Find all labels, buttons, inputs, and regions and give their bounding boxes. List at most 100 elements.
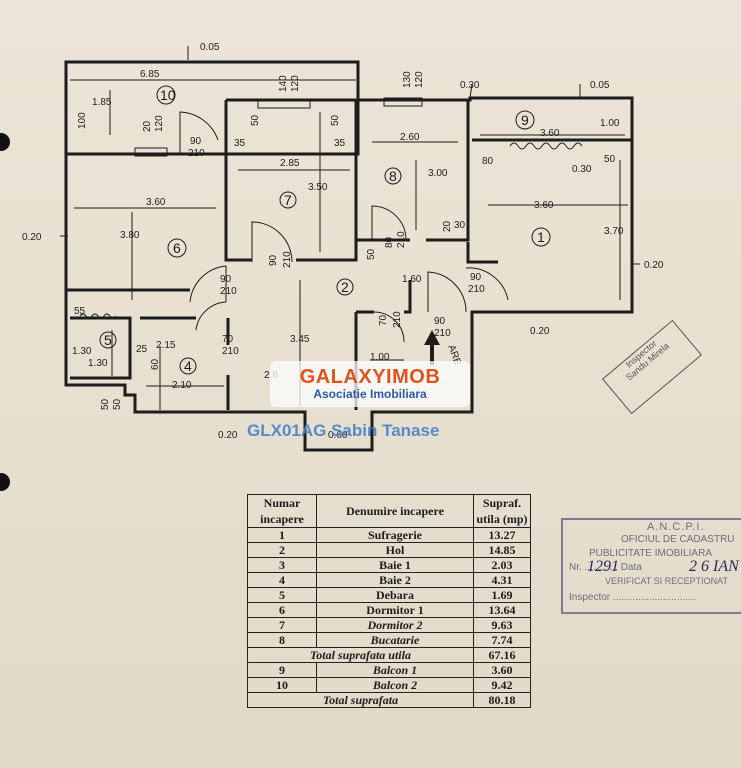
- svg-text:3.70: 3.70: [604, 226, 624, 237]
- svg-text:2.10: 2.10: [172, 380, 192, 391]
- room-1-label: 1: [537, 229, 545, 245]
- watermark-badge: GALAXYIMOB Asociatie Imobiliara: [270, 361, 470, 407]
- svg-text:50: 50: [330, 114, 341, 126]
- punch-hole: [0, 473, 10, 491]
- svg-text:2.85: 2.85: [280, 158, 300, 169]
- svg-text:2.60: 2.60: [400, 132, 420, 143]
- svg-text:90: 90: [434, 316, 446, 327]
- svg-text:0.05: 0.05: [590, 80, 610, 91]
- svg-text:90: 90: [220, 274, 232, 285]
- svg-text:0.30: 0.30: [460, 80, 480, 91]
- svg-text:70: 70: [378, 314, 389, 326]
- dimension-labels: 0.05 6.85 1.85 100 20 120 90 210 140 120…: [22, 42, 664, 441]
- svg-text:1.30: 1.30: [88, 358, 108, 369]
- room-5-label: 5: [104, 332, 112, 348]
- svg-text:210: 210: [222, 346, 239, 357]
- handwritten-number: 1291: [587, 558, 619, 575]
- area-table: Numar incapere Denumire incapere Supraf.…: [247, 494, 531, 708]
- svg-text:55: 55: [74, 306, 86, 317]
- svg-text:50: 50: [604, 154, 616, 165]
- svg-text:1.60: 1.60: [402, 274, 422, 285]
- svg-text:3.00: 3.00: [428, 168, 448, 179]
- svg-text:100: 100: [77, 112, 88, 129]
- svg-text:0.60: 0.60: [328, 430, 348, 441]
- room-7-label: 7: [284, 192, 292, 208]
- room-markers: 10 7 8 9 1 6 2 5 4: [99, 85, 551, 375]
- svg-text:35: 35: [334, 138, 346, 149]
- entrance-arrow-icon: [424, 330, 440, 365]
- svg-text:120: 120: [414, 71, 425, 88]
- svg-text:6.85: 6.85: [140, 69, 160, 80]
- svg-text:50: 50: [112, 398, 123, 410]
- table-header: Numar incapere Denumire incapere Supraf.…: [247, 494, 531, 528]
- svg-text:25: 25: [136, 344, 148, 355]
- svg-text:50: 50: [250, 114, 261, 126]
- ancpi-stamp: A.N.C.P.I. OFICIUL DE CADASTRU PUBLICITA…: [561, 518, 741, 614]
- svg-text:1.00: 1.00: [600, 118, 620, 129]
- watermark-agent: GLX01AG Sabin Tanase: [247, 421, 440, 440]
- svg-text:0.30: 0.30: [572, 164, 592, 175]
- svg-text:3.60: 3.60: [540, 128, 560, 139]
- svg-text:3.60: 3.60: [534, 200, 554, 211]
- svg-text:90: 90: [470, 272, 482, 283]
- svg-text:3.60: 3.60: [146, 197, 166, 208]
- svg-text:60: 60: [150, 358, 161, 370]
- svg-text:210: 210: [282, 251, 293, 268]
- svg-text:1.00: 1.00: [370, 352, 390, 363]
- floor-plan: 10 7 8 9 1 6 2 5 4 0.05 6.85 1.85 100 20…: [22, 42, 664, 452]
- svg-text:3.45: 3.45: [290, 334, 310, 345]
- svg-text:90: 90: [190, 136, 202, 147]
- room-6-label: 6: [173, 240, 181, 256]
- svg-text:210: 210: [220, 286, 237, 297]
- svg-text:2.15: 2.15: [156, 340, 176, 351]
- watermark-logo: GALAXYIMOB: [299, 366, 441, 388]
- svg-text:210: 210: [434, 328, 451, 339]
- svg-text:1.30: 1.30: [72, 346, 92, 357]
- svg-text:210: 210: [396, 231, 407, 248]
- svg-text:0.20: 0.20: [530, 326, 550, 337]
- svg-text:120: 120: [290, 75, 301, 92]
- room-2-label: 2: [341, 279, 349, 295]
- punch-hole: [0, 133, 10, 151]
- room-4-label: 4: [184, 358, 192, 374]
- svg-text:70: 70: [222, 334, 234, 345]
- svg-text:210: 210: [468, 284, 485, 295]
- svg-text:0.20: 0.20: [218, 430, 238, 441]
- svg-text:90: 90: [268, 254, 279, 266]
- svg-text:140: 140: [278, 75, 289, 92]
- watermark-subtitle: Asociatie Imobiliara: [313, 387, 427, 401]
- svg-text:50: 50: [100, 398, 111, 410]
- svg-text:210: 210: [392, 311, 403, 328]
- svg-text:35: 35: [234, 138, 246, 149]
- svg-text:20: 20: [142, 120, 153, 132]
- apartment-outline: [64, 96, 634, 452]
- svg-text:80: 80: [482, 156, 494, 167]
- svg-text:0.05: 0.05: [200, 42, 220, 53]
- svg-text:0.20: 0.20: [644, 260, 664, 271]
- svg-text:3.50: 3.50: [308, 182, 328, 193]
- svg-text:80: 80: [384, 236, 395, 248]
- svg-text:120: 120: [154, 115, 165, 132]
- svg-text:20: 20: [442, 220, 453, 232]
- svg-text:50: 50: [366, 248, 377, 260]
- room-9-label: 9: [521, 112, 529, 128]
- room-10-label: 10: [160, 87, 176, 103]
- svg-text:30: 30: [454, 220, 466, 231]
- room-8-label: 8: [389, 168, 397, 184]
- handwritten-date: 2 6 IAN: [689, 558, 739, 575]
- svg-text:3.80: 3.80: [120, 230, 140, 241]
- svg-text:210: 210: [188, 148, 205, 159]
- svg-text:130: 130: [402, 71, 413, 88]
